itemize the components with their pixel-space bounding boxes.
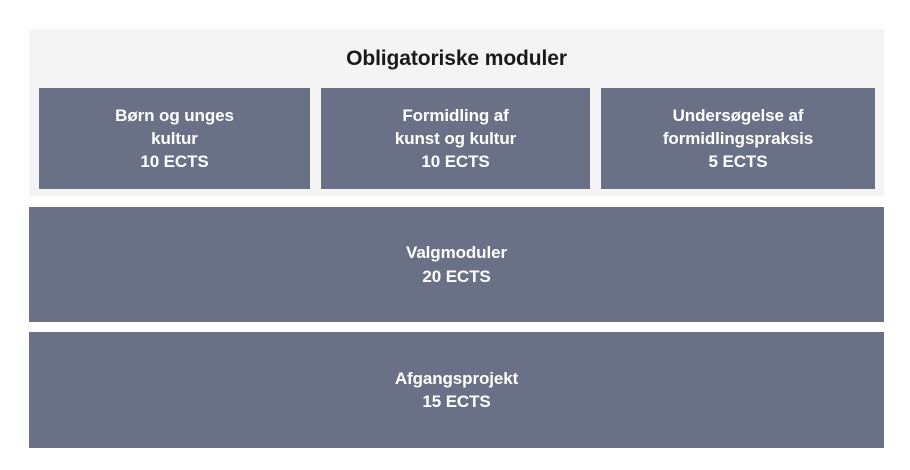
module-ects: 5 ECTS <box>708 152 768 172</box>
module-name-line-1: Formidling af <box>402 105 509 125</box>
elective-modules-name: Valgmoduler <box>406 243 507 263</box>
module-name-line-1: Undersøgelse af <box>672 105 804 125</box>
mandatory-modules-row: Børn og unges kultur 10 ECTS Formidling … <box>39 88 875 189</box>
final-project-ects: 15 ECTS <box>422 392 491 411</box>
module-card-formidling-af-kunst-og-kultur: Formidling af kunst og kultur 10 ECTS <box>321 88 590 189</box>
final-project-name: Afgangsprojekt <box>394 368 519 388</box>
module-name-line-2: kunst og kultur <box>394 128 517 148</box>
program-structure-diagram: Obligatoriske moduler Børn og unges kult… <box>29 29 884 448</box>
module-ects: 10 ECTS <box>140 152 209 172</box>
elective-modules-ects: 20 ECTS <box>422 266 491 286</box>
module-name-line-1: Børn og unges <box>115 105 234 125</box>
module-card-born-og-unges-kultur: Børn og unges kultur 10 ECTS <box>39 88 310 189</box>
module-name-line-2: formidlingspraksis <box>662 128 814 148</box>
mandatory-modules-title: Obligatoriske moduler <box>346 47 567 70</box>
final-project-bar: Afgangsprojekt 15 ECTS <box>29 332 884 448</box>
module-card-undersogelse-af-formidlingspraksis: Undersøgelse af formidlingspraksis 5 ECT… <box>601 88 875 189</box>
elective-modules-bar: Valgmoduler 20 ECTS <box>29 207 884 322</box>
mandatory-modules-panel: Obligatoriske moduler Børn og unges kult… <box>29 29 884 196</box>
module-name-line-2: kultur <box>151 128 198 148</box>
module-ects: 10 ECTS <box>421 152 490 172</box>
